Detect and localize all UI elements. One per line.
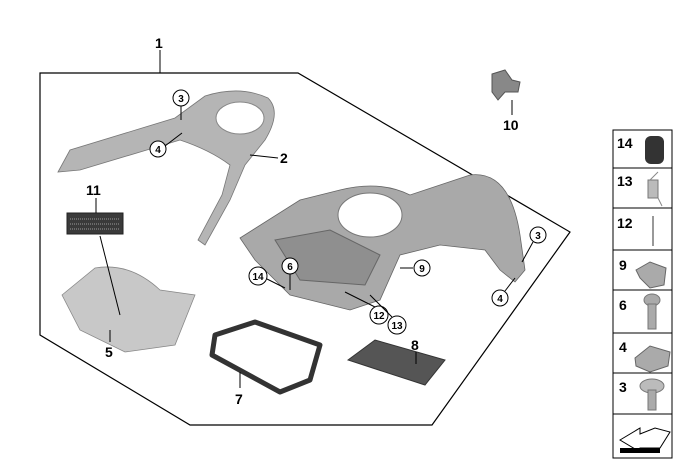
legend-label-14: 14 (617, 135, 633, 151)
svg-text:6: 6 (287, 262, 293, 273)
legend-label-6: 6 (619, 297, 627, 313)
callout-9: 9 (400, 259, 431, 277)
clip-nut-icon (635, 261, 667, 289)
label-5: 5 (105, 344, 113, 360)
label-8: 8 (411, 337, 419, 353)
callout-12: 12 (344, 291, 389, 325)
flange-screw-icon (639, 378, 665, 411)
svg-text:9: 9 (419, 264, 425, 275)
parts-legend: 14 13 12 9 6 4 3 (612, 129, 673, 459)
callout-4-top: 4 (149, 132, 183, 158)
callout-3-right: 3 (521, 226, 547, 263)
part-7-seal[interactable] (209, 319, 323, 395)
callout-3-top: 3 (172, 89, 190, 120)
part-11-grille[interactable] (66, 212, 124, 235)
label-11: 11 (86, 182, 101, 198)
legend-label-13: 13 (617, 173, 633, 189)
screw-icon (643, 293, 661, 330)
svg-text:4: 4 (497, 294, 503, 305)
label-1: 1 (155, 35, 163, 51)
legend-label-12: 12 (617, 215, 633, 231)
legend-label-9: 9 (619, 257, 627, 273)
svg-text:12: 12 (373, 311, 385, 322)
part-10-connector[interactable] (491, 69, 521, 101)
label-10: 10 (503, 117, 519, 133)
part-5-tray[interactable] (61, 266, 196, 353)
part-main-housing[interactable] (239, 174, 526, 311)
grommet-icon (645, 136, 664, 164)
svg-text:13: 13 (391, 321, 403, 332)
svg-text:3: 3 (535, 231, 541, 242)
callout-14: 14 (248, 266, 286, 289)
callout-6: 6 (281, 257, 299, 290)
label-7: 7 (235, 391, 243, 407)
part-2-bracket[interactable] (57, 90, 275, 246)
spring-icon (647, 171, 663, 207)
assembly-outline (39, 72, 571, 426)
pin-icon (652, 216, 654, 246)
svg-text:14: 14 (252, 272, 264, 283)
cage-nut-icon (634, 345, 671, 373)
legend-label-3: 3 (619, 379, 627, 395)
svg-text:3: 3 (178, 94, 184, 105)
callout-4-right: 4 (491, 277, 516, 307)
part-8-mat[interactable] (346, 339, 446, 386)
legend-label-4: 4 (619, 339, 627, 355)
callout-13: 13 (369, 294, 407, 335)
label-2: 2 (280, 150, 288, 166)
svg-text:4: 4 (155, 145, 161, 156)
